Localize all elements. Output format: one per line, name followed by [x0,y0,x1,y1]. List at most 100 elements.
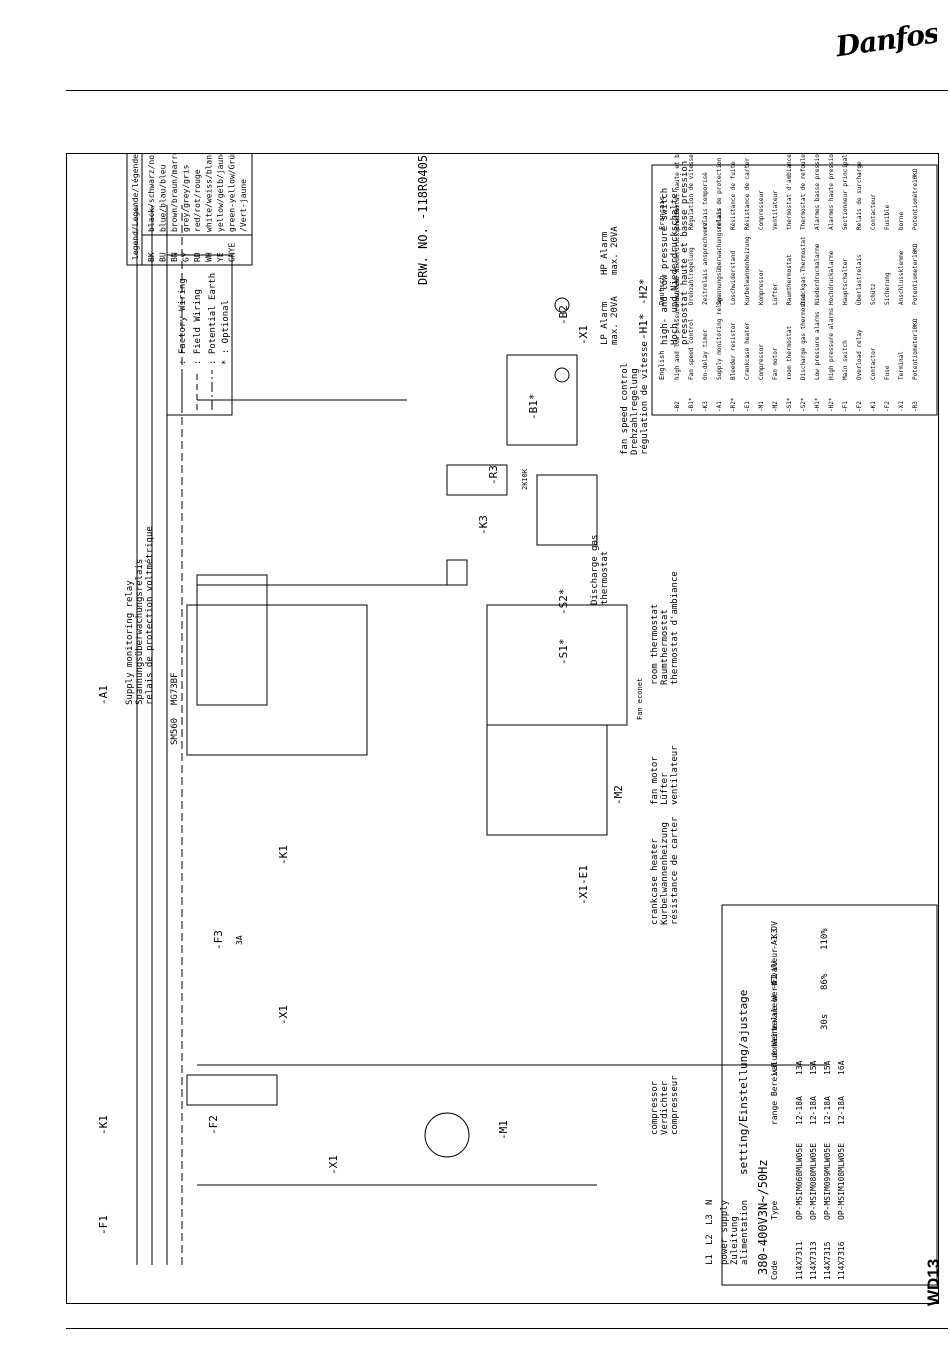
label-k1-aux: -K1 [277,845,290,865]
caption-discharge-2: thermostat [600,551,610,605]
component-cell: Alarmes basse pression [814,154,821,230]
phase-l2: L2 [705,1234,715,1245]
component-cell: Lüfter [772,283,779,305]
caption-lp-va: max. 20VA [610,296,620,345]
label-k1: -K1 [97,1115,110,1135]
color-meaning: white/weiss/blanc [205,154,214,232]
component-labels: -M1 -K1 -F2 -F1 -F3 3A -K1 -X1 -E1 -M2 -… [97,279,650,1236]
settings-cell: 12-18A [823,1096,832,1125]
component-cell: Crankcase heater [744,322,751,380]
caption-relay-fr: relais de protection voltmétrique [144,526,155,705]
caption-relay-model-2: MG73BF [170,672,180,705]
caption-room-fr: thermostat d'ambiance [670,571,680,685]
color-legend-title: legend/Legende/légende [130,154,140,260]
label-x1d: -X1 [327,1155,340,1175]
component-cell: Thermostat de refoulement [800,154,807,230]
caption-compressor-de: Verdichter [660,1080,670,1135]
settings-header: Type [770,1201,779,1220]
label-h2: -H2* [637,279,650,306]
wiring-legend-optional: * : Optional [221,300,231,365]
component-cell: Anschlussklemme [898,250,905,305]
component-cell: -A1 [716,401,723,412]
settings-header: value Wert valeur -F2 [770,974,779,1075]
component-cell: -X1 [898,401,905,412]
caption-r3-value: 2K10K [521,468,529,490]
component-cell: Résistance de carter [744,157,751,230]
caption-fan-de: Lüfter [660,772,670,805]
component-cell: Alarmes haute pression [828,154,835,230]
component-cell: Hochdruckalarme [828,250,835,305]
caption-pswitch-en: high- and low pressure switch [660,188,670,345]
caption-relay-de: Spannungsüberwachungsrelais [135,559,145,705]
label-m2: -M2 [612,785,625,805]
component-cell: Régulation de vitesse [688,154,695,230]
component-cell: Résistance de fuite [730,161,737,230]
component-cell: Terminal [898,351,905,380]
component-cell: -M1 [758,401,765,412]
component-cell: Contacteur [870,193,877,230]
label-m1: -M1 [497,1120,510,1140]
settings-cell: OP-MSIM080MLW05E [809,1143,818,1220]
component-cell: Fan motor [772,347,779,380]
label-x1c: -X1 [577,325,590,345]
component-header: English [658,350,666,380]
component-cell: pressostat haute et basse pression [674,154,681,230]
caption-crankcase-fr: résistance de carter [669,816,680,925]
settings-value: 30s [820,1014,830,1030]
component-cell: thermostat d'ambiance [786,154,793,230]
settings-cell: 114X7316 [837,1241,846,1280]
component-cell: -S2* [800,397,807,412]
color-code: GNYE [228,243,237,262]
component-cell: relais de protection voltmétrique [716,154,723,230]
component-cell: Druckgas-Thermostat [800,236,807,305]
color-meaning: black/schwarz/noir [147,154,156,232]
settings-table: setting/Einstellung/ajustage CodeTyperan… [721,904,938,1286]
component-cell: -R2* [730,397,737,412]
settings-value: 110% [820,928,830,950]
settings-cell: 114X7311 [795,1241,804,1280]
caption-pswitch-de: Hoch- und Niederdruckschalter [670,187,680,345]
component-cell: -K1 [870,401,877,412]
supply-label-en: power supply [720,1199,730,1265]
label-r3: -R3 [487,465,500,485]
settings-header: -A1 UV [770,961,779,990]
color-code: BU [159,252,168,262]
wiring-legend-field: : Field Wiring [193,289,203,365]
svg-text:Danfoss: Danfoss [833,18,937,60]
drawing-number: DRW. NO. -118R0405 REV. 00 [416,154,430,285]
component-cell: Drehzahlregelung [688,247,695,305]
component-cell: -F2 [856,401,863,412]
component-cell: -K3 [702,401,709,412]
caption-crankcase-de: Kurbelwannenheizung [660,822,670,925]
component-cell: -B2 [674,401,681,412]
supply-label-fr: alimentation [740,1200,750,1265]
supply-voltage: 380-400V3N~/50Hz [756,1159,770,1275]
phase-l1: L1 [705,1254,715,1265]
caption-fan-econet: Fan econet [636,678,644,720]
label-a1: -A1 [97,685,110,705]
label-k3: -K3 [477,515,490,535]
component-header: Deutsch [658,275,666,305]
caption-fan-en: fan motor [650,756,660,805]
settings-header: Code [770,1261,779,1280]
settings-cell: OP-MSIM068MLW05E [795,1143,804,1220]
footer-rule [66,1328,948,1329]
component-cell: room thermostat [786,325,793,380]
caption-room-de: Raumthermostat [660,609,670,685]
component-cell: -E1 [744,401,751,412]
component-cell: Überlastrelais [856,254,863,305]
component-cell: Compresseur [758,190,765,230]
color-meaning: brown/braun/marron [170,154,179,232]
component-cell: Hauptschalter [842,258,849,305]
component-cell: Main switch [842,340,849,380]
settings-header: range Bereich domaine [770,1024,779,1125]
component-cell: Niederdruckalarme [814,243,821,305]
settings-cell: OP-MSIM108MLW05E [837,1143,846,1220]
component-cell: Overload relay [856,329,863,380]
settings-header: -A1 OV [770,921,779,950]
caption-hp-alarm: HP Alarm [600,232,610,275]
label-s2: -S2* [557,589,570,616]
label-b1: -B1* [527,394,540,421]
component-cell: Potentiometer10KΩ [912,243,919,305]
component-cell: Potentiometer10KΩ [912,318,919,380]
